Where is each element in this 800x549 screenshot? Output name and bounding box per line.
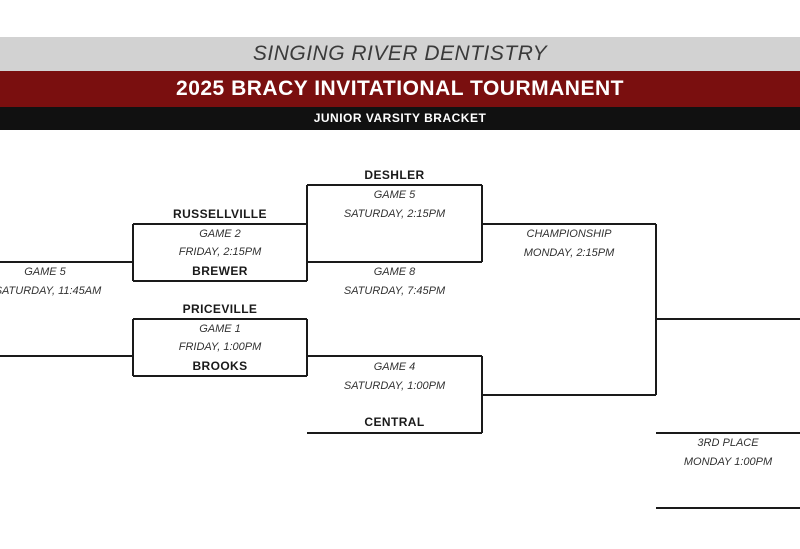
game5-label: GAME 5 — [373, 189, 416, 201]
team-deshler: DESHLER — [364, 168, 425, 182]
game1-label: GAME 1 — [199, 323, 241, 335]
third-place-time: MONDAY 1:00PM — [683, 456, 773, 468]
team-brewer: BREWER — [192, 264, 248, 278]
team-brooks: BROOKS — [192, 359, 248, 373]
third-place-label: 3RD PLACE — [697, 437, 759, 449]
game1-time: FRIDAY, 1:00PM — [178, 341, 262, 353]
team-russellville: RUSSELLVILLE — [173, 207, 267, 221]
bracket-subtitle: JUNIOR VARSITY BRACKET — [0, 107, 800, 130]
game4-label: GAME 4 — [373, 361, 416, 373]
game4-time: SATURDAY, 1:00PM — [343, 380, 446, 392]
sponsor-banner: SINGING RIVER DENTISTRY — [0, 37, 800, 71]
championship-label: CHAMPIONSHIP — [526, 228, 612, 240]
left-game-label: GAME 5 — [24, 266, 66, 278]
left-game-time: SATURDAY, 11:45AM — [0, 285, 102, 297]
game5-time: SATURDAY, 2:15PM — [343, 208, 446, 220]
tournament-title: 2025 BRACY INVITATIONAL TOURMANENT — [0, 71, 800, 107]
game8-time: SATURDAY, 7:45PM — [343, 285, 446, 297]
team-priceville: PRICEVILLE — [182, 302, 258, 316]
game2-time: FRIDAY, 2:15PM — [178, 246, 262, 258]
championship-time: MONDAY, 2:15PM — [523, 247, 615, 259]
game2-label: GAME 2 — [199, 228, 241, 240]
team-central: CENTRAL — [364, 415, 425, 429]
game8-label: GAME 8 — [373, 266, 416, 278]
